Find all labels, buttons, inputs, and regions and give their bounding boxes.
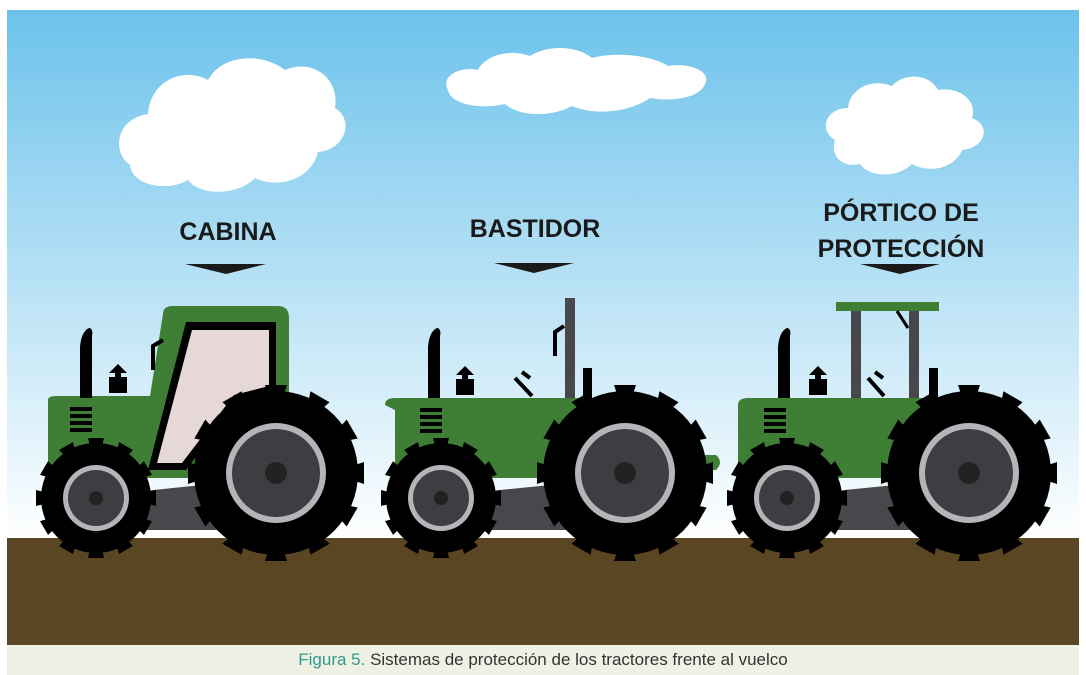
tractor-cabina — [36, 306, 364, 561]
cabin-glass — [157, 330, 269, 463]
tractor-bastidor — [381, 298, 720, 561]
ground — [7, 538, 1079, 645]
arrow-bastidor — [494, 263, 574, 273]
caption-text: Sistemas de protección de los tractores … — [365, 650, 788, 669]
roll-bar — [565, 298, 575, 398]
label-portico-line2: PROTECCIÓN — [818, 233, 985, 263]
arrow-portico — [860, 264, 940, 274]
label-cabina: CABINA — [179, 218, 276, 246]
cloud-right — [825, 76, 984, 175]
cloud-left — [118, 58, 346, 192]
label-portico-line1: PÓRTICO DE — [823, 197, 979, 227]
tractor-portico — [727, 302, 1057, 561]
cloud-middle — [446, 47, 707, 115]
rops-top-bar — [836, 302, 939, 311]
arrow-cabina — [185, 264, 266, 274]
label-bastidor: BASTIDOR — [470, 215, 601, 243]
figure-caption: Figura 5. Sistemas de protección de los … — [7, 645, 1079, 675]
caption-figure-number: Figura 5. — [298, 650, 366, 669]
